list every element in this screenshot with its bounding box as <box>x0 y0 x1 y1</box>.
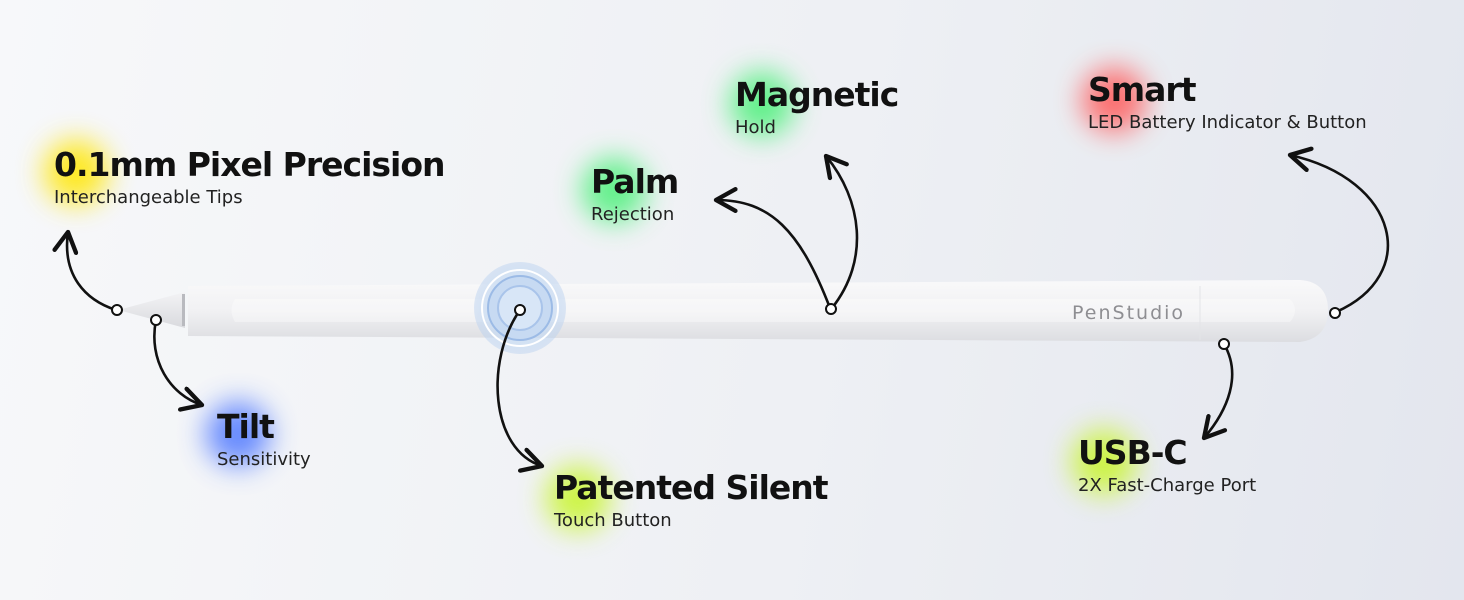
feature-palm: Palm Rejection <box>591 162 679 225</box>
feature-magnetic: Magnetic Hold <box>735 75 899 138</box>
feature-silent: Patented Silent Touch Button <box>554 468 829 531</box>
blue-glow <box>206 402 270 466</box>
arrow-magnetic <box>823 153 859 309</box>
pen-tip <box>118 292 185 328</box>
feature-subtitle: LED Battery Indicator & Button <box>1088 112 1367 133</box>
dot-tilt <box>150 314 162 326</box>
arrow-silent <box>496 309 545 473</box>
arrow-palm <box>713 187 832 309</box>
feature-subtitle: Rejection <box>591 204 675 225</box>
feature-usbc: USB-C 2X Fast-Charge Port <box>1078 436 1256 496</box>
feature-precision: 0.1mm Pixel Precision Interchangeable Ti… <box>54 145 446 208</box>
feature-subtitle: Interchangeable Tips <box>54 187 243 208</box>
feature-subtitle: 2X Fast-Charge Port <box>1078 475 1257 496</box>
feature-subtitle: Sensitivity <box>217 449 311 470</box>
feature-title: Palm <box>591 162 679 201</box>
brand-logo: PenStudio <box>1072 302 1186 324</box>
green-glow-palm <box>582 158 646 222</box>
arrow-precision <box>52 229 117 312</box>
arrow-smart <box>1287 146 1389 314</box>
feature-title: 0.1mm Pixel Precision <box>54 145 446 184</box>
yellow-glow <box>44 140 108 204</box>
dot-magnetic <box>825 303 837 315</box>
feature-tilt: Tilt Sensitivity <box>217 410 311 470</box>
arrow-tilt <box>153 319 205 412</box>
feature-title: Smart <box>1088 70 1196 109</box>
lime-glow-usbc <box>1072 430 1136 494</box>
green-glow-magnetic <box>730 72 794 136</box>
feature-title: Patented Silent <box>554 468 829 507</box>
pen-body <box>188 280 1328 342</box>
feature-subtitle: Touch Button <box>554 510 672 531</box>
feature-title: USB-C <box>1078 433 1188 472</box>
arrow-usbc <box>1201 343 1234 441</box>
dot-smart <box>1329 307 1341 319</box>
feature-smart: Smart LED Battery Indicator & Button <box>1088 73 1367 133</box>
dot-silent <box>514 304 526 316</box>
feature-title: Tilt <box>217 407 275 446</box>
feature-subtitle: Hold <box>735 117 776 138</box>
tip-ring <box>182 294 185 326</box>
red-glow <box>1082 68 1146 132</box>
feature-title: Magnetic <box>735 75 899 114</box>
dot-usbc <box>1218 338 1230 350</box>
lime-glow-silent <box>546 466 610 530</box>
dot-precision <box>111 304 123 316</box>
